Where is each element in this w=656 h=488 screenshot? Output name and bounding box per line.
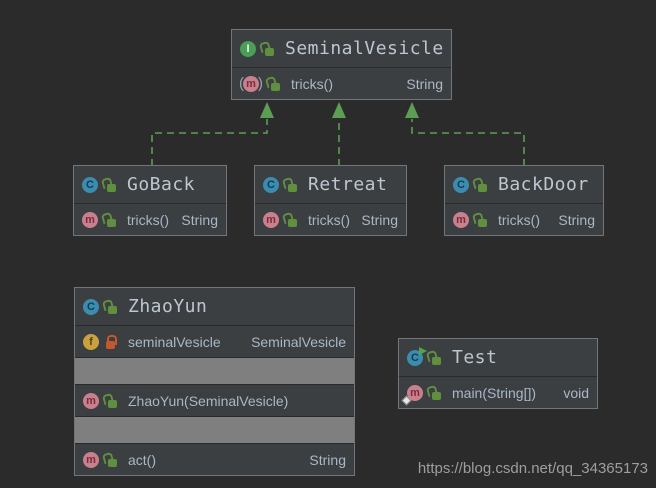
- class-node-seminalvesicle[interactable]: I SeminalVesicle (m) tricks() String: [231, 29, 452, 100]
- member-row-main[interactable]: m main(String[]) void: [399, 376, 597, 408]
- method-label: tricks(): [308, 211, 350, 228]
- class-icon: C: [453, 176, 469, 193]
- member-row-tricks[interactable]: m tricks() String: [445, 203, 603, 235]
- method-icon: m: [453, 211, 469, 228]
- method-return-type: String: [406, 75, 443, 92]
- public-lock-icon: [101, 451, 118, 467]
- member-row-field-seminalvesicle[interactable]: f seminalVesicle SeminalVesicle: [75, 325, 354, 357]
- method-return-type: void: [563, 384, 589, 401]
- watermark: https://blog.csdn.net/qq_34365173: [417, 460, 648, 477]
- method-label: tricks(): [498, 211, 540, 228]
- class-title: GoBack: [127, 174, 196, 195]
- method-icon: m: [263, 211, 279, 228]
- class-header-test[interactable]: C Test: [399, 339, 597, 376]
- method-label: tricks(): [127, 211, 169, 228]
- method-label: tricks(): [291, 75, 333, 92]
- method-return-type: String: [558, 211, 595, 228]
- public-lock-icon: [471, 176, 488, 192]
- class-header-goback[interactable]: C GoBack: [74, 166, 226, 203]
- public-lock-icon: [101, 392, 118, 408]
- method-icon: m: [83, 392, 99, 409]
- method-label: main(String[]): [452, 384, 537, 401]
- section-separator: [75, 416, 354, 443]
- member-row-constructor[interactable]: m ZhaoYun(SeminalVesicle): [75, 384, 354, 416]
- arrowhead-icon: [405, 102, 419, 118]
- public-lock-icon: [425, 384, 442, 400]
- public-lock-icon: [258, 40, 275, 56]
- method-return-type: String: [361, 211, 398, 228]
- class-node-zhaoyun[interactable]: C ZhaoYun f seminalVesicle SeminalVesicl…: [74, 287, 355, 476]
- field-type: SeminalVesicle: [251, 333, 346, 350]
- class-title: ZhaoYun: [128, 296, 208, 317]
- class-header-retreat[interactable]: C Retreat: [255, 166, 406, 203]
- class-icon: C: [83, 298, 99, 315]
- class-header-seminalvesicle[interactable]: I SeminalVesicle: [232, 30, 451, 67]
- public-lock-icon: [471, 211, 488, 227]
- member-row-tricks[interactable]: (m) tricks() String: [232, 67, 451, 99]
- class-icon: C: [263, 176, 279, 193]
- method-return-type: String: [181, 211, 218, 228]
- method-label: act(): [128, 451, 156, 468]
- interface-icon: I: [240, 40, 256, 57]
- class-title: BackDoor: [498, 174, 589, 195]
- class-node-retreat[interactable]: C Retreat m tricks() String: [254, 165, 407, 236]
- static-method-icon: m: [407, 384, 423, 401]
- public-lock-icon: [264, 75, 281, 91]
- class-node-test[interactable]: C Test m main(String[]) void: [398, 338, 598, 409]
- method-icon: m: [82, 211, 98, 228]
- public-lock-icon: [425, 349, 442, 365]
- member-row-act[interactable]: m act() String: [75, 443, 354, 475]
- constructor-label: ZhaoYun(SeminalVesicle): [128, 392, 289, 409]
- member-row-tricks[interactable]: m tricks() String: [255, 203, 406, 235]
- private-lock-icon: [104, 334, 118, 349]
- method-return-type: String: [309, 451, 346, 468]
- class-title: Retreat: [308, 174, 388, 195]
- public-lock-icon: [101, 298, 118, 314]
- field-icon: f: [83, 333, 99, 350]
- public-lock-icon: [100, 176, 117, 192]
- class-node-backdoor[interactable]: C BackDoor m tricks() String: [444, 165, 604, 236]
- field-name: seminalVesicle: [128, 333, 221, 350]
- arrowhead-icon: [332, 102, 346, 118]
- member-row-tricks[interactable]: m tricks() String: [74, 203, 226, 235]
- class-header-backdoor[interactable]: C BackDoor: [445, 166, 603, 203]
- class-title: Test: [452, 347, 498, 368]
- method-icon: m: [83, 451, 99, 468]
- abstract-method-icon: (m): [239, 75, 263, 92]
- arrowhead-icon: [260, 102, 274, 118]
- class-icon: C: [82, 176, 98, 193]
- public-lock-icon: [281, 176, 298, 192]
- runnable-class-icon: C: [407, 346, 427, 366]
- public-lock-icon: [100, 211, 117, 227]
- realization-edge-goback: [151, 119, 268, 166]
- class-node-goback[interactable]: C GoBack m tricks() String: [73, 165, 227, 236]
- class-header-zhaoyun[interactable]: C ZhaoYun: [75, 288, 354, 325]
- public-lock-icon: [281, 211, 298, 227]
- class-title: SeminalVesicle: [285, 38, 444, 59]
- section-separator: [75, 357, 354, 384]
- realization-edge-backdoor: [411, 119, 525, 166]
